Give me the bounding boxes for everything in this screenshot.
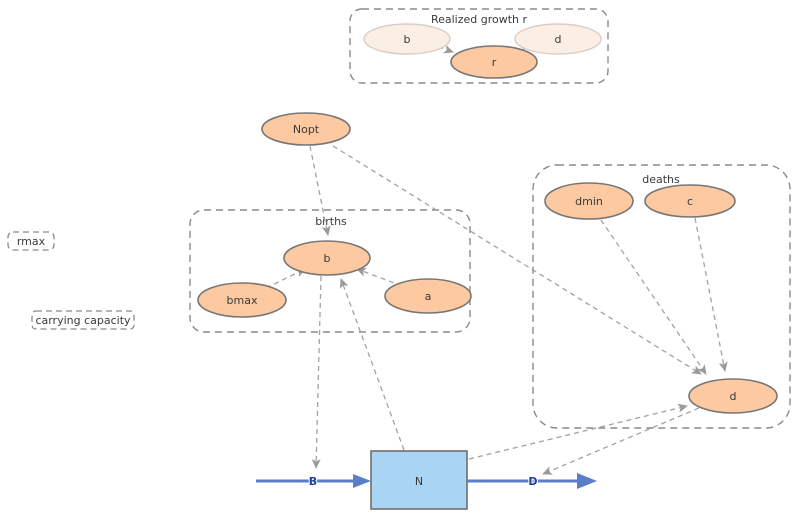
group-births[interactable]: births xyxy=(189,209,471,333)
node-dmin-shape[interactable] xyxy=(544,182,634,220)
node-r[interactable]: r xyxy=(450,45,538,79)
ghost-carrying-capacity-label: carrying capacity xyxy=(35,314,131,327)
link-nopt-to-d[interactable] xyxy=(332,145,702,375)
node-c-label: c xyxy=(687,195,693,208)
group-realized-growth-frame[interactable] xyxy=(349,8,609,84)
stock-n[interactable]: N xyxy=(370,450,468,510)
node-c-shape[interactable] xyxy=(644,184,736,218)
stock-n-label: N xyxy=(415,475,423,488)
node-d-shape[interactable] xyxy=(688,378,778,414)
flow-d-arrowhead xyxy=(577,473,597,489)
ghost-rmax[interactable]: rmax xyxy=(7,231,55,251)
node-b-ghost-label: b xyxy=(404,33,411,46)
node-nopt[interactable]: Nopt xyxy=(261,112,351,146)
node-b-ghost-shape[interactable] xyxy=(363,23,451,55)
ghost-carrying-capacity[interactable]: carrying capacity xyxy=(31,310,135,330)
node-d[interactable]: d xyxy=(688,378,778,414)
stock-n-rect[interactable] xyxy=(370,450,468,510)
flow-b-arrowhead xyxy=(353,474,371,488)
group-realized-growth-label: Realized growth r xyxy=(431,13,528,26)
node-r-shape[interactable] xyxy=(450,45,538,79)
node-nopt-label: Nopt xyxy=(293,123,320,136)
link-n-to-b[interactable] xyxy=(339,278,405,451)
node-bmax[interactable]: bmax xyxy=(197,282,287,318)
node-b-shape[interactable] xyxy=(283,240,371,276)
link-c-to-d[interactable] xyxy=(694,217,728,372)
node-a-label: a xyxy=(425,290,432,303)
node-dmin[interactable]: dmin xyxy=(544,182,634,220)
node-d-ghost[interactable]: d xyxy=(514,23,602,55)
flow-d[interactable]: D xyxy=(467,473,597,489)
node-bmax-label: bmax xyxy=(227,294,258,307)
link-d-to-flow-d[interactable] xyxy=(542,407,700,475)
ghost-carrying-capacity-box[interactable] xyxy=(31,310,135,330)
link-dmin-to-d[interactable] xyxy=(600,219,707,375)
group-realized-growth[interactable]: Realized growth r xyxy=(349,8,609,84)
node-b-ghost[interactable]: b xyxy=(363,23,451,55)
link-bmax-to-b[interactable] xyxy=(265,268,306,289)
group-deaths[interactable]: deaths xyxy=(532,164,791,429)
link-n-to-d[interactable] xyxy=(468,403,688,460)
link-nopt-to-b[interactable] xyxy=(309,145,331,236)
node-b[interactable]: b xyxy=(283,240,371,276)
node-dmin-label: dmin xyxy=(575,195,603,208)
node-b-label: b xyxy=(324,252,331,265)
node-d-label: d xyxy=(730,390,737,403)
group-births-label: births xyxy=(315,215,347,228)
node-a[interactable]: a xyxy=(384,278,472,314)
node-d-ghost-label: d xyxy=(555,33,562,46)
node-nopt-shape[interactable] xyxy=(261,112,351,146)
flow-d-label: D xyxy=(528,475,537,488)
node-a-shape[interactable] xyxy=(384,278,472,314)
node-c[interactable]: c xyxy=(644,184,736,218)
flow-b[interactable]: B xyxy=(256,474,371,489)
group-deaths-frame[interactable] xyxy=(532,164,791,429)
link-b-to-flow-b[interactable] xyxy=(311,275,322,469)
group-births-frame[interactable] xyxy=(189,209,471,333)
group-deaths-label: deaths xyxy=(642,173,680,186)
node-bmax-shape[interactable] xyxy=(197,282,287,318)
link-a-to-b[interactable] xyxy=(356,267,403,287)
ghost-rmax-label: rmax xyxy=(17,235,46,248)
node-r-label: r xyxy=(492,56,497,69)
flow-b-label: B xyxy=(309,475,317,488)
node-d-ghost-shape[interactable] xyxy=(514,23,602,55)
